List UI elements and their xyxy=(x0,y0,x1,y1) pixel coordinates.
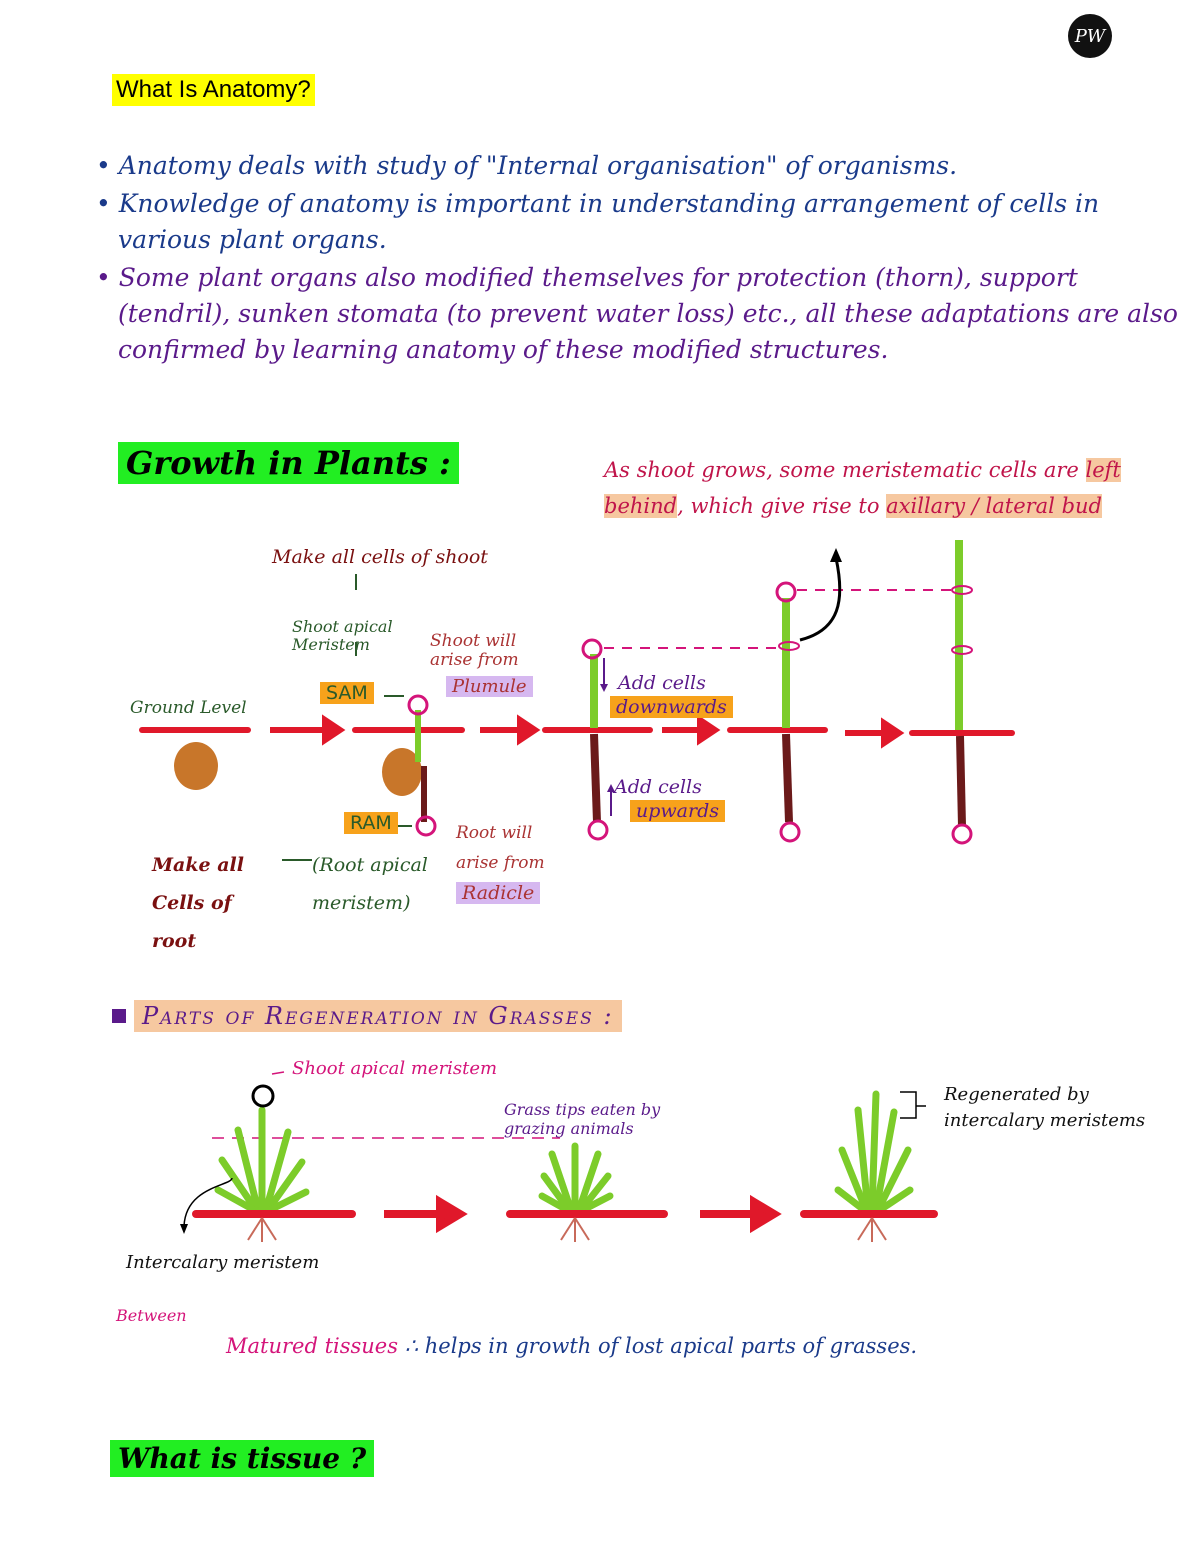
matured-label: Matured tissues xyxy=(226,1334,399,1358)
pw-logo: PW xyxy=(1068,14,1112,58)
add-cells-up-label: Add cells xyxy=(614,776,702,798)
grass-diagram xyxy=(180,1071,938,1242)
shoot-arise-label: Shoot will arise from xyxy=(430,631,519,670)
intercalary-label: Intercalary meristem xyxy=(126,1252,320,1273)
add-cells-down-label: Add cells xyxy=(618,672,706,694)
growth-heading: Growth in Plants : xyxy=(118,442,459,484)
radicle-tag: Radicle xyxy=(456,882,541,904)
grass-roots xyxy=(247,1217,887,1242)
helps-label: ∴ helps in growth of lost apical parts o… xyxy=(404,1334,918,1358)
make-shoot-label: Make all cells of shoot xyxy=(272,546,488,568)
regenerated-label: Regenerated by intercalary meristems xyxy=(944,1084,1146,1131)
grass-eaten-label: Grass tips eaten by grazing animals xyxy=(504,1100,661,1138)
ram-meristem xyxy=(415,815,437,837)
seed-2 xyxy=(382,748,422,796)
bullet-square xyxy=(112,1009,126,1023)
anatomy-bullets: • Anatomy deals with study of "Internal … xyxy=(96,148,1186,370)
sam-full-label: Shoot apical Meristem xyxy=(292,617,393,654)
bullet-1: • Anatomy deals with study of "Internal … xyxy=(96,151,958,180)
seed-1 xyxy=(174,742,218,790)
grasses-heading: Parts of Regeneration in Grasses : xyxy=(112,1000,622,1032)
grass-1 xyxy=(214,1106,310,1214)
bullet-3: • Some plant organs also modified themse… xyxy=(96,263,1178,364)
bullet-2: • Knowledge of anatomy is important in u… xyxy=(96,189,1100,254)
plumule-tag: Plumule xyxy=(446,676,533,697)
process-arrows xyxy=(270,714,905,749)
grass-sam-label: Shoot apical meristem xyxy=(292,1058,498,1079)
grass-arrows xyxy=(384,1194,782,1234)
ram-full-label: (Root apical meristem) xyxy=(312,854,428,914)
downwards-tag: downwards xyxy=(610,696,733,718)
growth-diagram xyxy=(139,540,1015,861)
sam-meristem xyxy=(407,694,429,716)
grass-2 xyxy=(538,1142,614,1214)
ground-level-label: Ground Level xyxy=(130,698,247,718)
ram-tag: RAM xyxy=(344,812,398,834)
between-label: Between xyxy=(116,1306,187,1325)
root-arise-label: Root will arise from xyxy=(456,823,545,873)
sam-tag: SAM xyxy=(320,682,374,704)
ground-line xyxy=(139,727,1015,736)
upwards-tag: upwards xyxy=(630,800,725,822)
tissue-heading: What is tissue ? xyxy=(110,1440,375,1477)
axillary-note: As shoot grows, some meristematic cells … xyxy=(604,458,1121,518)
anatomy-heading: What Is Anatomy? xyxy=(112,74,315,106)
matured-line: Matured tissues ∴ helps in growth of los… xyxy=(226,1334,917,1358)
make-root-label: Make all Cells of root xyxy=(152,854,244,952)
grass-3 xyxy=(834,1090,914,1214)
